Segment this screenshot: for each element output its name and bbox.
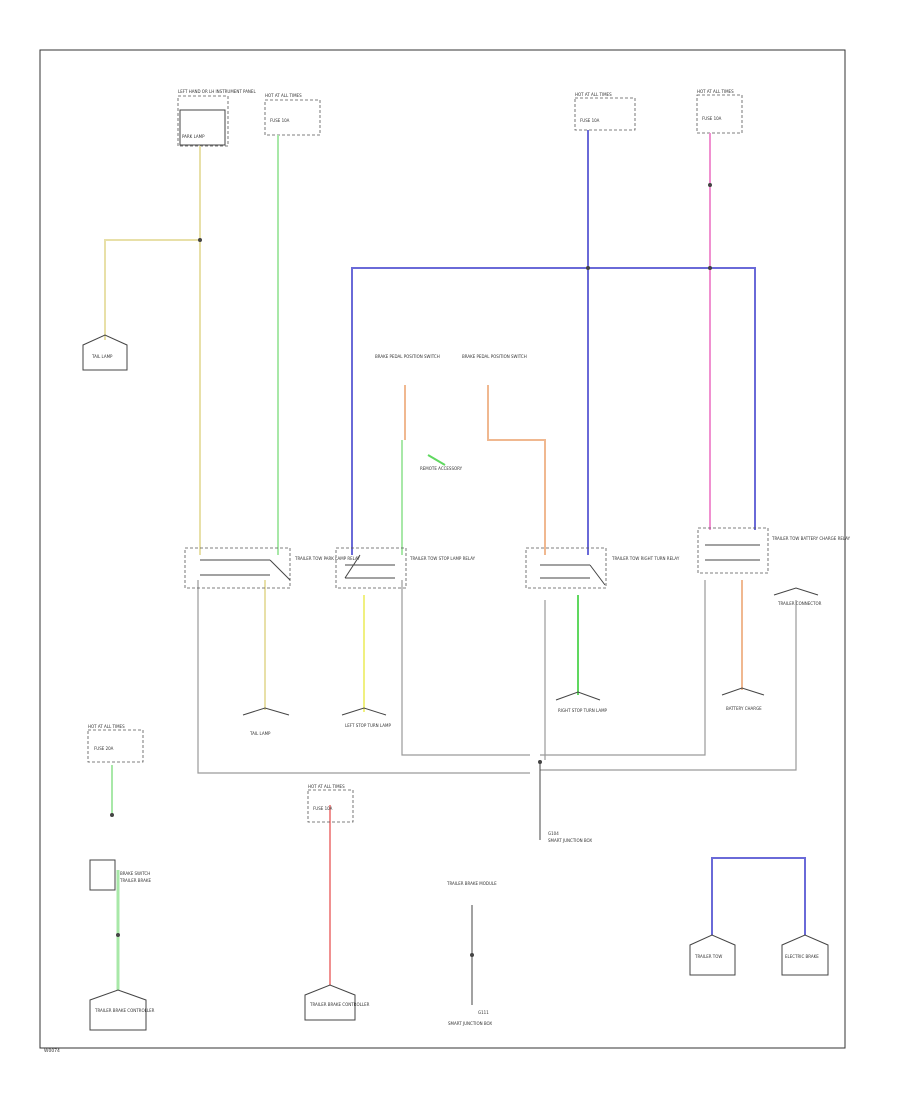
splice-dot xyxy=(708,266,712,270)
trailer-tow-1-label: TRAILER TOW xyxy=(694,954,722,959)
fuse-box-5-sub: FUSE 10A xyxy=(313,806,333,811)
ground-bus-1 xyxy=(197,580,530,774)
tail-lamp-label: TAIL LAMP xyxy=(91,354,113,359)
fuse-box-4-label: HOT AT ALL TIMES xyxy=(88,724,125,729)
brake-switch-bottom-sub: TRAILER BRAKE xyxy=(119,878,152,883)
ground-main-label: G104 xyxy=(548,831,559,836)
fuse-box-2-label: HOT AT ALL TIMES xyxy=(575,92,612,97)
fuse-box-4: HOT AT ALL TIMES FUSE 20A xyxy=(87,724,144,763)
left-junction-box: LEFT HAND OR LH INSTRUMENT PANEL PARK LA… xyxy=(177,89,256,147)
fuse-box-5-label: HOT AT ALL TIMES xyxy=(308,784,345,789)
ground-bus-3 xyxy=(540,580,706,756)
brake-switch-bottom-label: BRAKE SWITCH xyxy=(120,871,150,876)
trailer-tow-2: ELECTRIC BRAKE xyxy=(781,934,829,976)
fuse-box-1-label: HOT AT ALL TIMES xyxy=(265,93,302,98)
green-wire-short xyxy=(427,454,446,466)
left-stop-connector: LEFT STOP TURN LAMP xyxy=(341,707,391,728)
fuse-box-3-label: HOT AT ALL TIMES xyxy=(697,89,734,94)
splice-dot xyxy=(110,813,114,817)
fuse-box-2: HOT AT ALL TIMES FUSE 10A xyxy=(574,92,636,131)
battery-connector-label: BATTERY CHARGE xyxy=(726,706,762,711)
relay-3: TRAILER TOW RIGHT TURN RELAY xyxy=(525,547,680,589)
battery-connector: BATTERY CHARGE xyxy=(721,687,765,711)
ground-bus-4 xyxy=(540,600,797,771)
orange-wire-2 xyxy=(487,385,546,555)
left-stop-label: LEFT STOP TURN LAMP xyxy=(345,723,391,728)
splice-dot xyxy=(708,183,712,187)
trailer-tow-1: TRAILER TOW xyxy=(689,934,736,976)
relay-4: TRAILER TOW BATTERY CHARGE RELAY xyxy=(697,527,851,574)
trailer-tow-2-label: ELECTRIC BRAKE xyxy=(785,954,819,959)
splice-dot xyxy=(586,266,590,270)
relay-1-label: TRAILER TOW PARK LAMP RELAY xyxy=(294,556,360,561)
trailer-connector-label: TRAILER CONNECTOR xyxy=(777,601,822,606)
relay-3-label: TRAILER TOW RIGHT TURN RELAY xyxy=(611,556,680,561)
diagram-frame xyxy=(39,49,846,1049)
ground-main-sub: SMART JUNCTION BOX xyxy=(548,838,592,843)
left-tail-connector: TAIL LAMP xyxy=(242,707,290,736)
trailer-module-label: TRAILER BRAKE MODULE xyxy=(446,881,497,886)
fuse-box-3: HOT AT ALL TIMES FUSE 10A xyxy=(696,89,743,134)
brake-controller-2-label: TRAILER BRAKE CONTROLLER xyxy=(309,1002,370,1007)
fuse-box-2-sub: FUSE 10A xyxy=(580,118,600,123)
left-tail-label: TAIL LAMP xyxy=(249,731,271,736)
fuse-box-1-sub: FUSE 10A xyxy=(270,118,290,123)
relay-2-label: TRAILER TOW STOP LAMP RELAY xyxy=(409,556,476,561)
brake-switch-1: BRAKE PEDAL POSITION SWITCH xyxy=(375,354,440,359)
right-stop-label: RIGHT STOP TURN LAMP xyxy=(558,708,608,713)
brake-controller-1: TRAILER BRAKE CONTROLLER xyxy=(89,989,155,1031)
relay-4-label: TRAILER TOW BATTERY CHARGE RELAY xyxy=(771,536,851,541)
ground-bus-2 xyxy=(401,580,530,756)
fuse-box-5: HOT AT ALL TIMES FUSE 10A xyxy=(307,784,354,823)
brake-switch-1-label: BRAKE PEDAL POSITION SWITCH xyxy=(375,354,440,359)
yellow-wire-branch xyxy=(104,239,200,340)
page-code: W0074 xyxy=(44,1048,60,1054)
splice-dot xyxy=(116,933,120,937)
remote-label: REMOTE ACCESSORY xyxy=(420,466,463,471)
brake-controller-1-label: TRAILER BRAKE CONTROLLER xyxy=(94,1008,155,1013)
relay-2: TRAILER TOW STOP LAMP RELAY xyxy=(335,547,476,589)
left-junction-box-sub: PARK LAMP xyxy=(182,134,205,139)
fuse-box-3-sub: FUSE 10A xyxy=(702,116,722,121)
left-junction-box-label: LEFT HAND OR LH INSTRUMENT PANEL xyxy=(178,89,256,94)
right-stop-connector: RIGHT STOP TURN LAMP xyxy=(555,691,608,713)
fuse-box-1: HOT AT ALL TIMES FUSE 10A xyxy=(264,93,321,136)
brake-switch-2-label: BRAKE PEDAL POSITION SWITCH xyxy=(462,354,527,359)
relay-1: TRAILER TOW PARK LAMP RELAY xyxy=(184,547,360,589)
trailer-connector: TRAILER CONNECTOR xyxy=(773,587,822,606)
blue-wire-bottom xyxy=(711,857,806,935)
splice-dot xyxy=(470,953,474,957)
fuse-box-4-sub: FUSE 20A xyxy=(94,746,114,751)
brake-switch-bottom: BRAKE SWITCH TRAILER BRAKE xyxy=(89,859,152,891)
ground-lower-label: G111 xyxy=(478,1010,489,1015)
tail-lamp-connector: TAIL LAMP xyxy=(82,334,128,371)
ground-lower-sub: SMART JUNCTION BOX xyxy=(448,1021,492,1026)
brake-switch-2: BRAKE PEDAL POSITION SWITCH xyxy=(462,354,527,359)
splice-dot xyxy=(198,238,202,242)
blue-wire-bus xyxy=(351,267,756,555)
splice-dot xyxy=(538,760,542,764)
trailer-module: TRAILER BRAKE MODULE xyxy=(446,881,497,886)
brake-controller-2: TRAILER BRAKE CONTROLLER xyxy=(304,984,370,1021)
